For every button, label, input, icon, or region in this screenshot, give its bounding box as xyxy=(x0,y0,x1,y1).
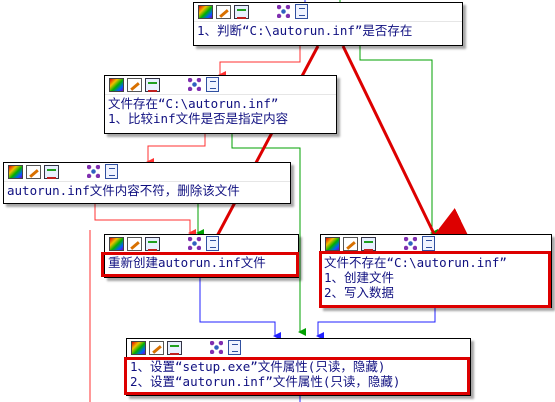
node-line: 2、写入数据 xyxy=(324,285,395,300)
node-text: autorun.inf文件内容不符，删除该文件 xyxy=(4,182,290,199)
edge-red-3 xyxy=(94,203,196,237)
node-toolbar xyxy=(105,235,298,254)
graph-icon[interactable] xyxy=(234,5,249,19)
palette-icon[interactable] xyxy=(198,5,213,19)
group-icon[interactable] xyxy=(210,341,223,354)
annotation-arrow-2 xyxy=(341,45,474,246)
doc-icon[interactable] xyxy=(105,164,118,179)
edge-blue-5 xyxy=(316,306,436,340)
node-line: 1、创建文件 xyxy=(324,270,395,285)
node-text: 1、设置“setup.exe”文件属性(只读，隐藏) 2、设置“autorun.… xyxy=(127,358,470,390)
graph-icon[interactable] xyxy=(361,237,376,251)
node-text: 文件不存在“C:\autorun.inf” 1、创建文件 2、写入数据 xyxy=(321,254,551,301)
node-recreate[interactable]: 重新创建autorun.inf文件 xyxy=(104,234,299,278)
node-line: 1、比较inf文件是否是指定内容 xyxy=(108,111,289,126)
node-toolbar xyxy=(127,339,470,358)
edit-icon[interactable] xyxy=(26,165,41,179)
palette-icon[interactable] xyxy=(131,341,146,355)
node-line: autorun.inf文件内容不符，删除该文件 xyxy=(7,183,240,198)
node-text: 文件存在“C:\autorun.inf” 1、比较inf文件是否是指定内容 xyxy=(105,95,336,127)
graph-icon[interactable] xyxy=(145,78,160,92)
group-icon[interactable] xyxy=(188,237,201,250)
group-icon[interactable] xyxy=(188,78,201,91)
edit-icon[interactable] xyxy=(149,341,164,355)
node-toolbar xyxy=(321,235,551,254)
group-icon[interactable] xyxy=(277,5,290,18)
node-check-exists[interactable]: 1、判断“C:\autorun.inf”是否存在 xyxy=(193,2,463,46)
graph-icon[interactable] xyxy=(145,237,160,251)
node-not-exists[interactable]: 文件不存在“C:\autorun.inf” 1、创建文件 2、写入数据 xyxy=(320,234,552,308)
palette-icon[interactable] xyxy=(109,78,124,92)
edit-icon[interactable] xyxy=(127,78,142,92)
edge-false-2 xyxy=(146,133,206,166)
palette-icon[interactable] xyxy=(109,237,124,251)
node-line: 2、设置“autorun.inf”文件属性(只读，隐藏) xyxy=(130,374,401,389)
node-line: 重新创建autorun.inf文件 xyxy=(108,255,266,270)
edge-false-1 xyxy=(218,45,301,79)
node-file-exists[interactable]: 文件存在“C:\autorun.inf” 1、比较inf文件是否是指定内容 xyxy=(104,75,337,134)
edit-icon[interactable] xyxy=(343,237,358,251)
node-text: 1、判断“C:\autorun.inf”是否存在 xyxy=(194,22,462,39)
node-line: 文件存在“C:\autorun.inf” xyxy=(108,96,279,111)
node-toolbar xyxy=(4,163,290,182)
node-set-attributes[interactable]: 1、设置“setup.exe”文件属性(只读，隐藏) 2、设置“autorun.… xyxy=(126,338,471,396)
doc-icon[interactable] xyxy=(206,77,219,92)
graph-icon[interactable] xyxy=(167,341,182,355)
node-content-mismatch[interactable]: autorun.inf文件内容不符，删除该文件 xyxy=(3,162,291,204)
edit-icon[interactable] xyxy=(216,5,231,19)
node-line: 1、设置“setup.exe”文件属性(只读，隐藏) xyxy=(130,359,386,374)
palette-icon[interactable] xyxy=(325,237,340,251)
edit-icon[interactable] xyxy=(127,237,142,251)
node-toolbar xyxy=(105,76,336,95)
doc-icon[interactable] xyxy=(295,4,308,19)
node-line: 文件不存在“C:\autorun.inf” xyxy=(324,255,507,270)
doc-icon[interactable] xyxy=(206,236,219,251)
graph-icon[interactable] xyxy=(44,165,59,179)
palette-icon[interactable] xyxy=(8,165,23,179)
node-text: 重新创建autorun.inf文件 xyxy=(105,254,298,271)
doc-icon[interactable] xyxy=(228,340,241,355)
edge-blue-4 xyxy=(199,276,281,340)
group-icon[interactable] xyxy=(87,165,100,178)
doc-icon[interactable] xyxy=(422,236,435,251)
node-line: 1、判断“C:\autorun.inf”是否存在 xyxy=(197,23,413,38)
edge-true-1 xyxy=(359,45,438,237)
node-toolbar xyxy=(194,3,462,22)
group-icon[interactable] xyxy=(404,237,417,250)
